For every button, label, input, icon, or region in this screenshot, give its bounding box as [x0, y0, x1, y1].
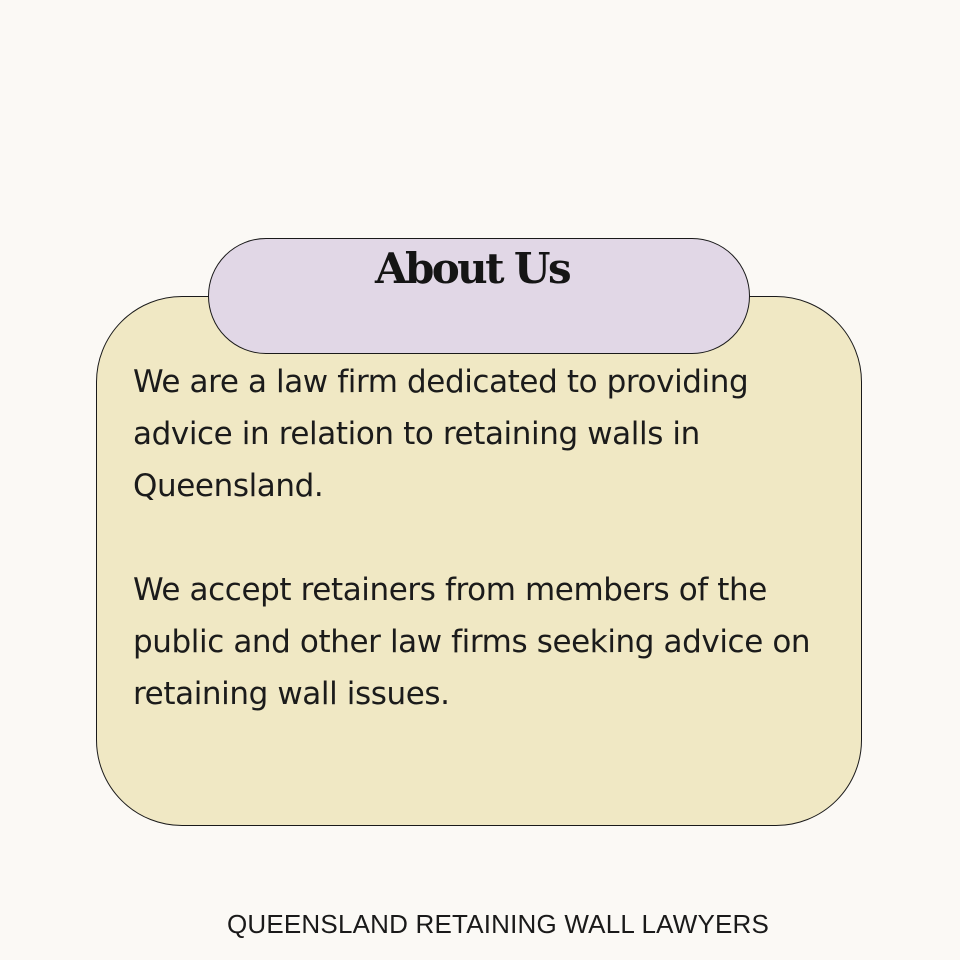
card-title: About Us	[375, 244, 572, 293]
footer-brand: QUEENSLAND RETAINING WALL LAWYERS	[226, 909, 770, 939]
about-paragraph-1: We are a law firm dedicated to providing…	[133, 364, 749, 504]
about-body: We are a law firm dedicated to providing…	[133, 356, 833, 720]
about-card	[96, 296, 862, 826]
about-paragraph-2: We accept retainers from members of the …	[133, 572, 811, 712]
title-pill: About Us	[208, 238, 750, 354]
